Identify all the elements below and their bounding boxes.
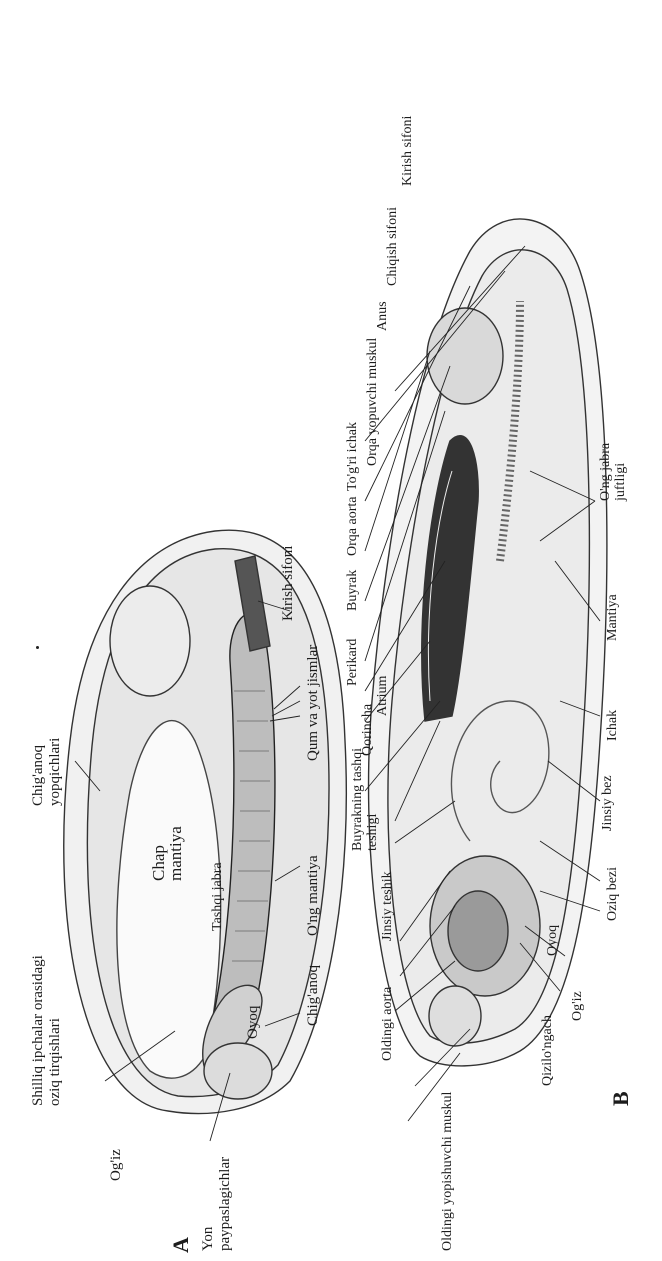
label-esophagus: Qizilo'ngach — [540, 1015, 555, 1086]
label-side-palps: Yon paypaslagichlar — [200, 1131, 234, 1251]
label-ciliary-grooves: Shilliq ipchalar orasidagi oziq tirqishl… — [30, 946, 64, 1106]
label-shell-valves: Chig'anoq yopqichlari — [30, 696, 64, 806]
label-rectum: To'g'ri ichak — [345, 422, 360, 491]
label-inhalant-b: Kirish sifoni — [400, 116, 415, 186]
label-anterior-aorta: Oldingi aorta — [380, 987, 395, 1061]
label-inhalant-a: Kirish sifoni — [280, 541, 297, 621]
label-digestive-gland: Oziq bezi — [605, 867, 620, 921]
figure-b-letter: B — [612, 1091, 629, 1106]
label-exhalant-siphon: Chiqish sifoni — [385, 207, 400, 286]
label-mouth-b: Og'iz — [570, 991, 585, 1021]
label-posterior-aorta: Orqa aorta — [345, 497, 360, 556]
label-intestine: Ichak — [605, 710, 620, 741]
label-pericardium: Perikard — [345, 639, 360, 686]
speck — [36, 646, 39, 649]
label-mouth-a: Og'iz — [108, 1149, 125, 1181]
label-gonad: Jinsiy bez — [600, 771, 615, 831]
label-anus: Anus — [375, 301, 390, 331]
label-sand-particles: Qum va yot jismlar — [305, 645, 322, 761]
figure-a-letter: A — [172, 1237, 189, 1253]
label-shell: Chig'anoq — [305, 965, 322, 1026]
label-foot-b: Oyoq — [545, 925, 560, 956]
label-left-mantle: Chap mantiya — [150, 811, 184, 881]
label-ventricle: Qorincha — [360, 704, 375, 756]
label-atrium: Atrium — [375, 676, 390, 716]
label-anterior-adductor: Oldingi yopishuvchi muskul — [440, 1092, 455, 1251]
label-kidney: Buyrak — [345, 570, 360, 611]
label-mantle: Mantiya — [605, 594, 620, 641]
label-right-mantle: O'ng mantiya — [305, 855, 322, 936]
label-genital-pore: Jinsiy teshik — [380, 871, 395, 941]
label-right-gills: O'ng jabra juftligi — [598, 411, 628, 501]
label-outer-gill: Tashqi jabra — [210, 862, 225, 931]
label-foot-a: Oyoq — [245, 1006, 262, 1039]
label-posterior-adductor: Orqa yopuvchi muskul — [365, 336, 380, 466]
